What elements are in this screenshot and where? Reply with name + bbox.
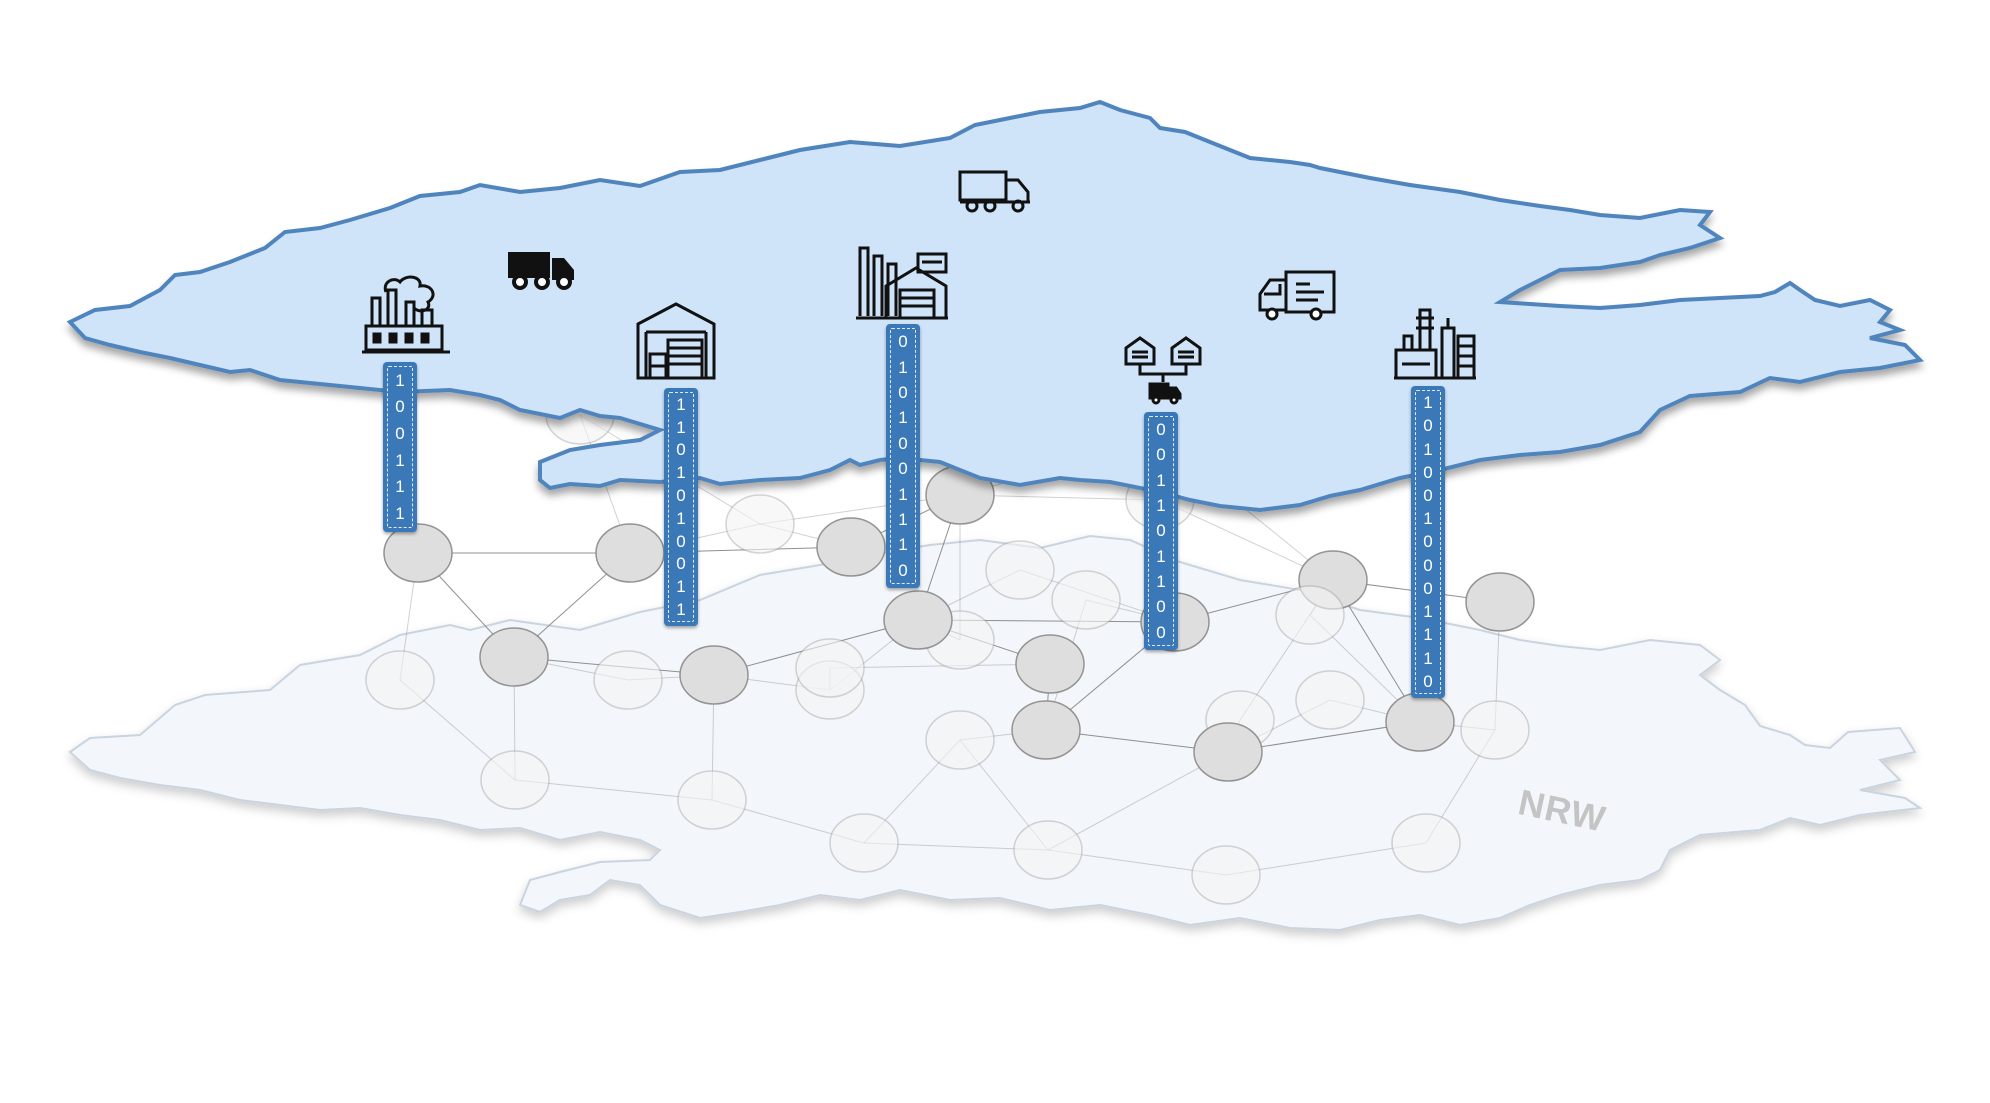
network-node	[677, 770, 747, 830]
bit-digit: 1	[898, 484, 908, 504]
bit-digit: 0	[1156, 521, 1166, 541]
bit-digit: 0	[1423, 532, 1433, 552]
bit-digit: 0	[898, 560, 908, 580]
bit-digit: 1	[676, 508, 686, 528]
network-node	[1275, 585, 1345, 645]
bit-digit: 1	[395, 370, 405, 390]
network-node	[1295, 670, 1365, 730]
bit-digit: 0	[1156, 597, 1166, 617]
bit-digit: 0	[1156, 622, 1166, 642]
bit-digit: 1	[676, 417, 686, 437]
bit-digit: 1	[1156, 572, 1166, 592]
network-edge	[1047, 751, 1229, 851]
bit-digit: 1	[898, 357, 908, 377]
bit-digit: 0	[1423, 671, 1433, 691]
bit-digit: 0	[1423, 555, 1433, 575]
network-node	[1391, 813, 1461, 873]
bit-digit: 1	[1156, 496, 1166, 516]
truck-icon	[508, 252, 574, 290]
network-node	[383, 523, 453, 583]
data-column-4: 0 0 1 1 0 1 1 0 0	[1144, 412, 1178, 650]
network-node	[1011, 700, 1081, 760]
data-column-bits: 1 0 1 0 0 1 0 0 0 1 1 1 0	[1415, 390, 1441, 694]
warehouse-icon	[636, 302, 716, 380]
bit-digit: 1	[395, 504, 405, 524]
bit-digit: 0	[1423, 462, 1433, 482]
network-node	[816, 517, 886, 577]
bit-digit: 1	[395, 477, 405, 497]
bit-digit: 1	[1423, 393, 1433, 413]
bit-digit: 0	[395, 424, 405, 444]
bit-digit: 0	[1423, 578, 1433, 598]
network-node	[1465, 572, 1535, 632]
bit-digit: 1	[676, 577, 686, 597]
bit-digit: 0	[898, 382, 908, 402]
network-node	[480, 750, 550, 810]
network-node	[1051, 570, 1121, 630]
delivery-truck-icon	[958, 170, 1030, 213]
bit-digit: 0	[898, 433, 908, 453]
refinery-icon	[1394, 308, 1476, 380]
bit-digit: 1	[1423, 625, 1433, 645]
top-map-layer	[66, 99, 1925, 513]
bit-digit: 0	[676, 486, 686, 506]
bit-digit: 1	[676, 463, 686, 483]
bit-digit: 1	[898, 535, 908, 555]
bit-digit: 0	[1423, 416, 1433, 436]
bit-digit: 0	[1156, 420, 1166, 440]
network-node	[595, 523, 665, 583]
bit-digit: 0	[676, 554, 686, 574]
bit-digit: 0	[676, 440, 686, 460]
network-node	[479, 627, 549, 687]
bit-digit: 1	[1423, 439, 1433, 459]
network-node	[1015, 634, 1085, 694]
bit-digit: 0	[1156, 445, 1166, 465]
network-edge	[829, 663, 1051, 669]
network-node	[1191, 845, 1261, 905]
bit-digit: 1	[1423, 648, 1433, 668]
bit-digit: 0	[898, 332, 908, 352]
bit-digit: 1	[898, 509, 908, 529]
network-node	[1013, 820, 1083, 880]
bit-digit: 1	[676, 394, 686, 414]
bit-digit: 1	[1156, 470, 1166, 490]
network-node	[1385, 692, 1455, 752]
data-column-bits: 0 1 0 1 0 0 1 1 1 0	[890, 328, 916, 584]
factory-icon	[362, 275, 450, 354]
network-node	[593, 650, 663, 710]
data-column-bits: 0 0 1 1 0 1 1 0 0	[1148, 416, 1174, 646]
network-node	[1460, 700, 1530, 760]
bit-digit: 1	[1423, 509, 1433, 529]
bottom-map-layer	[68, 534, 1923, 932]
production-plant-icon	[856, 246, 948, 320]
network-node	[1193, 722, 1263, 782]
bit-digit: 0	[676, 531, 686, 551]
bit-digit: 0	[1423, 485, 1433, 505]
delivery-truck-icon	[1258, 270, 1336, 321]
bit-digit: 0	[395, 397, 405, 417]
bit-digit: 1	[898, 408, 908, 428]
network-node	[795, 638, 865, 698]
distribution-network-icon	[1124, 336, 1202, 405]
network-node	[925, 710, 995, 770]
network-node	[725, 494, 795, 554]
network-node	[679, 645, 749, 705]
data-column-1: 1 0 0 1 1 1	[383, 362, 417, 532]
bit-digit: 1	[395, 450, 405, 470]
network-node	[365, 650, 435, 710]
bit-digit: 1	[1156, 546, 1166, 566]
data-column-3: 0 1 0 1 0 0 1 1 1 0	[886, 324, 920, 588]
data-column-bits: 1 0 0 1 1 1	[387, 366, 413, 528]
bit-digit: 0	[898, 459, 908, 479]
bit-digit: 1	[1423, 602, 1433, 622]
data-column-5: 1 0 1 0 0 1 0 0 0 1 1 1 0	[1411, 386, 1445, 698]
network-node	[883, 590, 953, 650]
bit-digit: 1	[676, 600, 686, 620]
network-node	[985, 540, 1055, 600]
network-node	[829, 813, 899, 873]
